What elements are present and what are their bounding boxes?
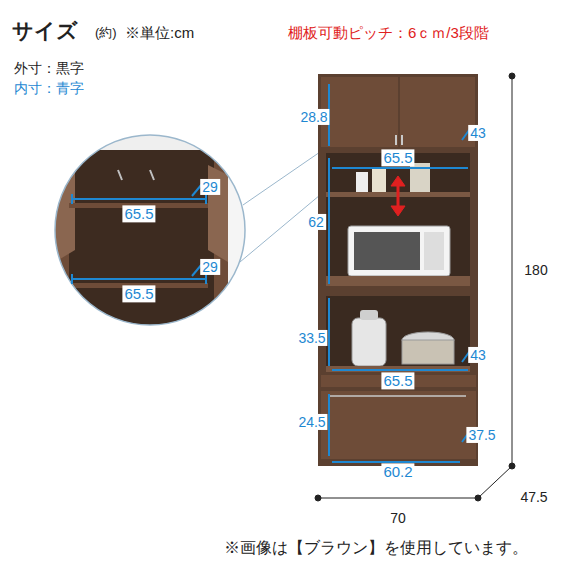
dimension-value: 65.5	[381, 149, 414, 166]
dimension-value: 65.5	[122, 285, 155, 302]
diagram-title: サイズ	[12, 19, 78, 43]
dimension-value: 65.5	[381, 372, 414, 389]
dimension-value: 33.5	[296, 330, 327, 346]
inset-detail	[50, 130, 258, 340]
dimension-value: 29	[200, 259, 220, 275]
dimension-value: 43	[468, 125, 488, 141]
note-text: (約)	[95, 26, 117, 41]
dimension-value: 180	[524, 262, 547, 278]
unit-note: ※単位:cm	[125, 24, 194, 41]
dimension-value: 60.2	[381, 463, 414, 480]
dimension-value: 43	[468, 347, 488, 363]
caption: ※画像は【ブラウン】を使用しています。	[224, 539, 528, 557]
dimension-value: 37.5	[466, 427, 497, 443]
dimension-value: 29	[200, 179, 220, 195]
dimension-value: 47.5	[520, 489, 547, 505]
dimension-value: 62	[306, 214, 326, 230]
dimension-value: 65.5	[122, 205, 155, 222]
dimension-value: 70	[390, 510, 406, 526]
shelf-pitch-note: 棚板可動ピッチ：6ｃｍ/3段階	[288, 24, 489, 41]
dimension-value: 28.8	[298, 109, 329, 125]
dimension-value: 24.5	[296, 414, 327, 430]
legend-note: 外寸：黒字	[14, 60, 84, 76]
legend-note: 内寸：青字	[14, 80, 84, 96]
